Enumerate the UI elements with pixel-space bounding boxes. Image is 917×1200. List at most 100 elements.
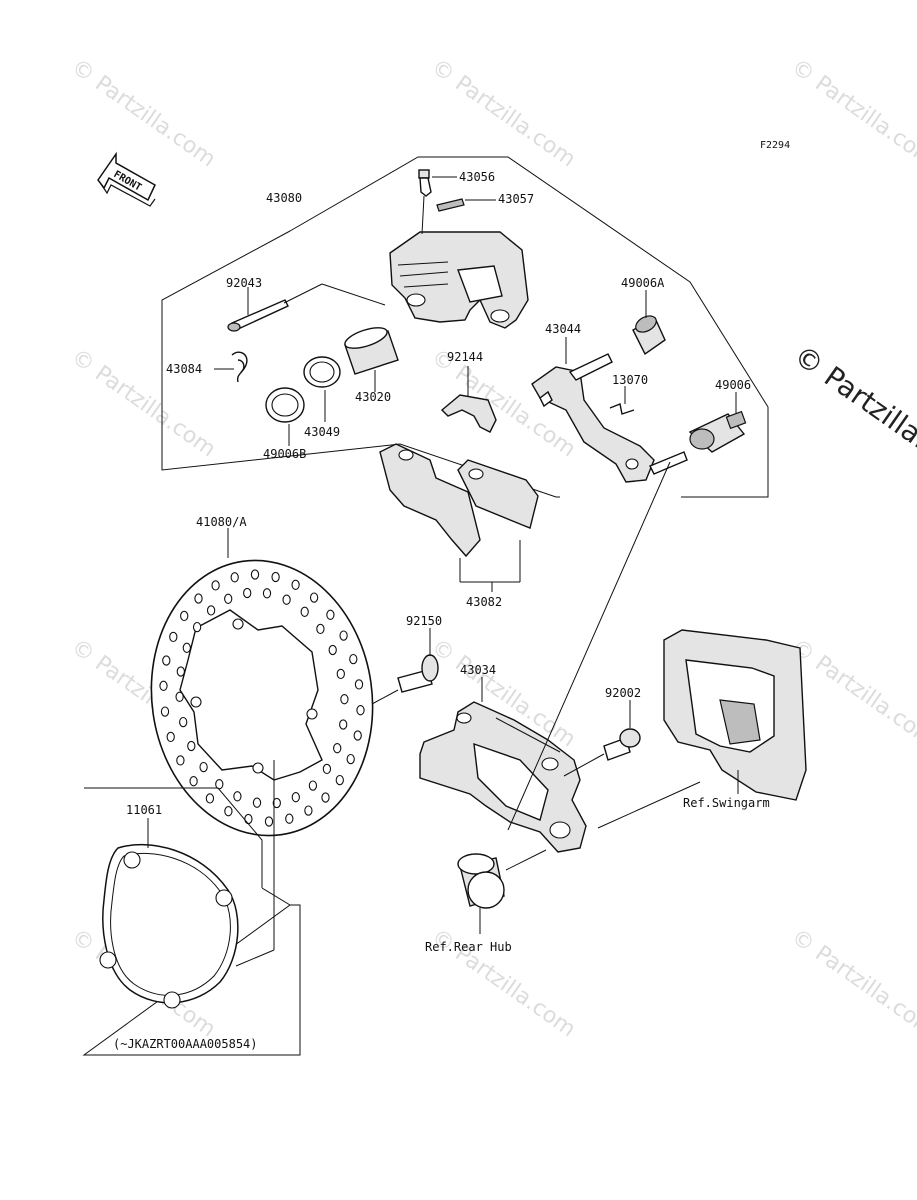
ref-rear-hub-label: Ref.Rear Hub <box>425 940 512 954</box>
rotor-hole <box>309 592 319 603</box>
rotor-hole <box>215 779 224 790</box>
rotor-hole <box>243 587 252 599</box>
part-label-43084[interactable]: 43084 <box>166 362 202 376</box>
rotor-hole <box>339 719 348 730</box>
part-label-43049[interactable]: 43049 <box>304 425 340 439</box>
link-line <box>507 461 671 831</box>
rotor-bolt <box>397 654 439 693</box>
rotor-hole <box>349 653 358 665</box>
rotor-hole <box>326 609 335 620</box>
rotor-hole <box>244 813 253 825</box>
rotor-hole <box>224 806 233 817</box>
bleeder-cap <box>436 198 465 212</box>
rotor-hole <box>194 593 203 604</box>
rotor-hole <box>322 763 332 775</box>
part-label-41080A[interactable]: 41080/A <box>196 515 247 529</box>
mount-bolt <box>603 728 641 761</box>
rotor-hole <box>179 716 188 728</box>
dust-seal <box>265 387 305 423</box>
rotor-hole <box>233 791 242 802</box>
rotor-hole <box>282 594 291 605</box>
part-label-13070[interactable]: 13070 <box>612 373 648 387</box>
caliper-body <box>389 231 529 329</box>
rotor-hole <box>304 805 313 816</box>
watermark: © Partzilla.com <box>787 634 917 752</box>
caliper-bracket <box>531 353 688 483</box>
rotor-hole <box>264 816 274 827</box>
watermark: © Partzilla.com <box>427 54 580 172</box>
bracket-boot <box>632 315 666 356</box>
rotor-hole <box>321 792 330 803</box>
watermark: © Partzilla.com <box>787 54 917 172</box>
part-label-43082[interactable]: 43082 <box>466 595 502 609</box>
rotor-hole <box>211 580 220 591</box>
swingarm <box>663 629 807 801</box>
rotor-hole <box>224 593 233 604</box>
part-label-49006[interactable]: 49006 <box>715 378 751 392</box>
rotor-hole <box>159 680 168 691</box>
part-label-92002[interactable]: 92002 <box>605 686 641 700</box>
rotor-hole <box>316 623 325 635</box>
rotor-hole <box>300 606 309 617</box>
part-label-43020[interactable]: 43020 <box>355 390 391 404</box>
rotor-hole <box>189 776 198 787</box>
part-label-92144[interactable]: 92144 <box>447 350 483 364</box>
caliper-assembly-outline <box>161 156 769 498</box>
part-label-43080[interactable]: 43080 <box>266 191 302 205</box>
figure-code: F2294 <box>760 140 790 151</box>
part-label-43056[interactable]: 43056 <box>459 170 495 184</box>
rotor-hole <box>272 797 281 809</box>
pin-clip <box>231 351 248 383</box>
gasket-panel-outline <box>82 787 301 1056</box>
part-label-43034[interactable]: 43034 <box>460 663 496 677</box>
rotor-hole <box>230 572 239 583</box>
rotor-hole <box>206 605 216 616</box>
part-label-92150[interactable]: 92150 <box>406 614 442 628</box>
watermark: © Partzilla.com <box>787 924 917 1042</box>
rotor-hole <box>291 792 300 803</box>
rotor-hole <box>285 813 294 824</box>
gasket <box>99 843 239 1009</box>
part-label-43057[interactable]: 43057 <box>498 192 534 206</box>
serial-note: (~JKAZRT00AAA005854) <box>113 1037 258 1051</box>
rotor-hole <box>354 679 364 690</box>
rotor-hole <box>262 588 272 599</box>
rotor-hole <box>205 793 215 804</box>
rotor-hole <box>180 610 189 622</box>
rotor-hole <box>252 797 262 808</box>
part-label-92043[interactable]: 92043 <box>226 276 262 290</box>
caliper-mount-bracket <box>419 701 587 853</box>
ref-swingarm-label: Ref.Swingarm <box>683 796 770 810</box>
rotor-hole <box>335 774 344 786</box>
part-label-49006B[interactable]: 49006B <box>263 447 306 461</box>
rotor-hole <box>176 666 185 677</box>
rotor-hole <box>340 694 349 705</box>
rotor-hole <box>346 753 355 765</box>
part-label-43044[interactable]: 43044 <box>545 322 581 336</box>
rotor-hole <box>333 743 342 754</box>
watermark-large: © Partzilla.com <box>788 339 917 490</box>
rotor-hole <box>250 569 260 580</box>
rotor-hole <box>166 731 175 743</box>
rotor-hole <box>175 691 184 702</box>
rotor-holes <box>159 569 365 827</box>
rotor-hole <box>353 730 362 741</box>
part-label-11061[interactable]: 11061 <box>126 803 162 817</box>
rotor-hole <box>162 655 171 666</box>
watermark: © Partzilla.com <box>67 54 220 172</box>
part-label-49006A[interactable]: 49006A <box>621 276 665 290</box>
pad-retainer <box>609 403 635 415</box>
piston <box>344 327 399 375</box>
slide-pin-boot <box>688 410 747 453</box>
rotor-hole <box>176 755 185 766</box>
rotor-hole <box>169 631 178 643</box>
rotor-hole <box>182 642 191 653</box>
rotor-hole <box>199 761 208 773</box>
brake-rotor <box>150 559 374 837</box>
rotor-hole <box>356 705 365 716</box>
rotor-hole <box>160 706 170 717</box>
rotor-hole <box>291 579 300 590</box>
hub-collar <box>457 853 505 909</box>
rotor-hole <box>336 668 345 680</box>
brake-pad-set <box>379 443 539 558</box>
